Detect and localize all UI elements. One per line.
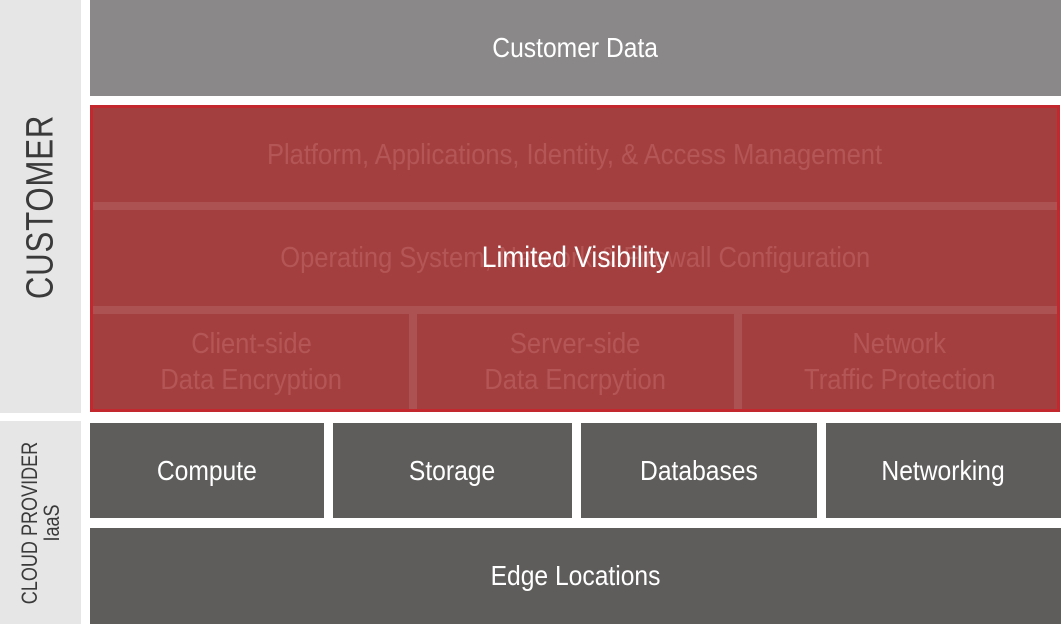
service-databases: Databases (581, 423, 817, 518)
iaas-text: IaaS (38, 503, 64, 542)
encryption-cell-line1: Server-side (510, 327, 641, 360)
customer-side-panel: CUSTOMER (0, 0, 81, 413)
encryption-cell-network: Network Traffic Protection (742, 314, 1057, 409)
service-storage: Storage (333, 423, 572, 518)
service-label: Storage (409, 454, 496, 486)
service-compute: Compute (90, 423, 324, 518)
limited-visibility-overlay: Limited Visibility (400, 236, 750, 280)
os-row-label: Operating System, Network & Firewall Con… (279, 242, 871, 274)
column-divider (734, 314, 742, 409)
row-divider (93, 306, 1057, 314)
service-networking: Networking (826, 423, 1061, 518)
service-label: Databases (640, 454, 758, 486)
encryption-cell-line2: Traffic Protection (803, 363, 996, 396)
cloud-provider-label: CLOUD PROVIDER IaaS (16, 441, 64, 604)
encryption-cell-client: Client-side Data Encryption (93, 314, 409, 409)
customer-label: CUSTOMER (19, 114, 61, 299)
os-row: Operating System, Network & Firewall Con… (93, 210, 1057, 306)
encryption-cell-server: Server-side Data Encrpytion (417, 314, 734, 409)
customer-data-label: Customer Data (492, 32, 659, 63)
cloud-provider-text: CLOUD PROVIDER (16, 441, 42, 604)
service-label: Networking (881, 454, 1006, 486)
encryption-cell-line1: Network (852, 327, 947, 360)
encryption-cell-line1: Client-side (190, 327, 312, 360)
encryption-cell-line2: Data Encryption (160, 363, 342, 396)
platform-row: Platform, Applications, Identity, & Acce… (93, 108, 1057, 202)
column-divider (409, 314, 417, 409)
edge-locations-label: Edge Locations (490, 560, 661, 591)
edge-locations-block: Edge Locations (90, 528, 1061, 624)
limited-visibility-region (90, 105, 1060, 412)
row-divider (93, 202, 1057, 210)
platform-row-label: Platform, Applications, Identity, & Acce… (267, 139, 883, 171)
limited-visibility-label: Limited Visibility (481, 241, 669, 274)
encryption-cell-line2: Data Encrpytion (484, 363, 667, 396)
cloud-provider-side-panel: CLOUD PROVIDER IaaS (0, 421, 81, 624)
customer-data-block: Customer Data (90, 0, 1061, 96)
service-label: Compute (157, 454, 257, 486)
